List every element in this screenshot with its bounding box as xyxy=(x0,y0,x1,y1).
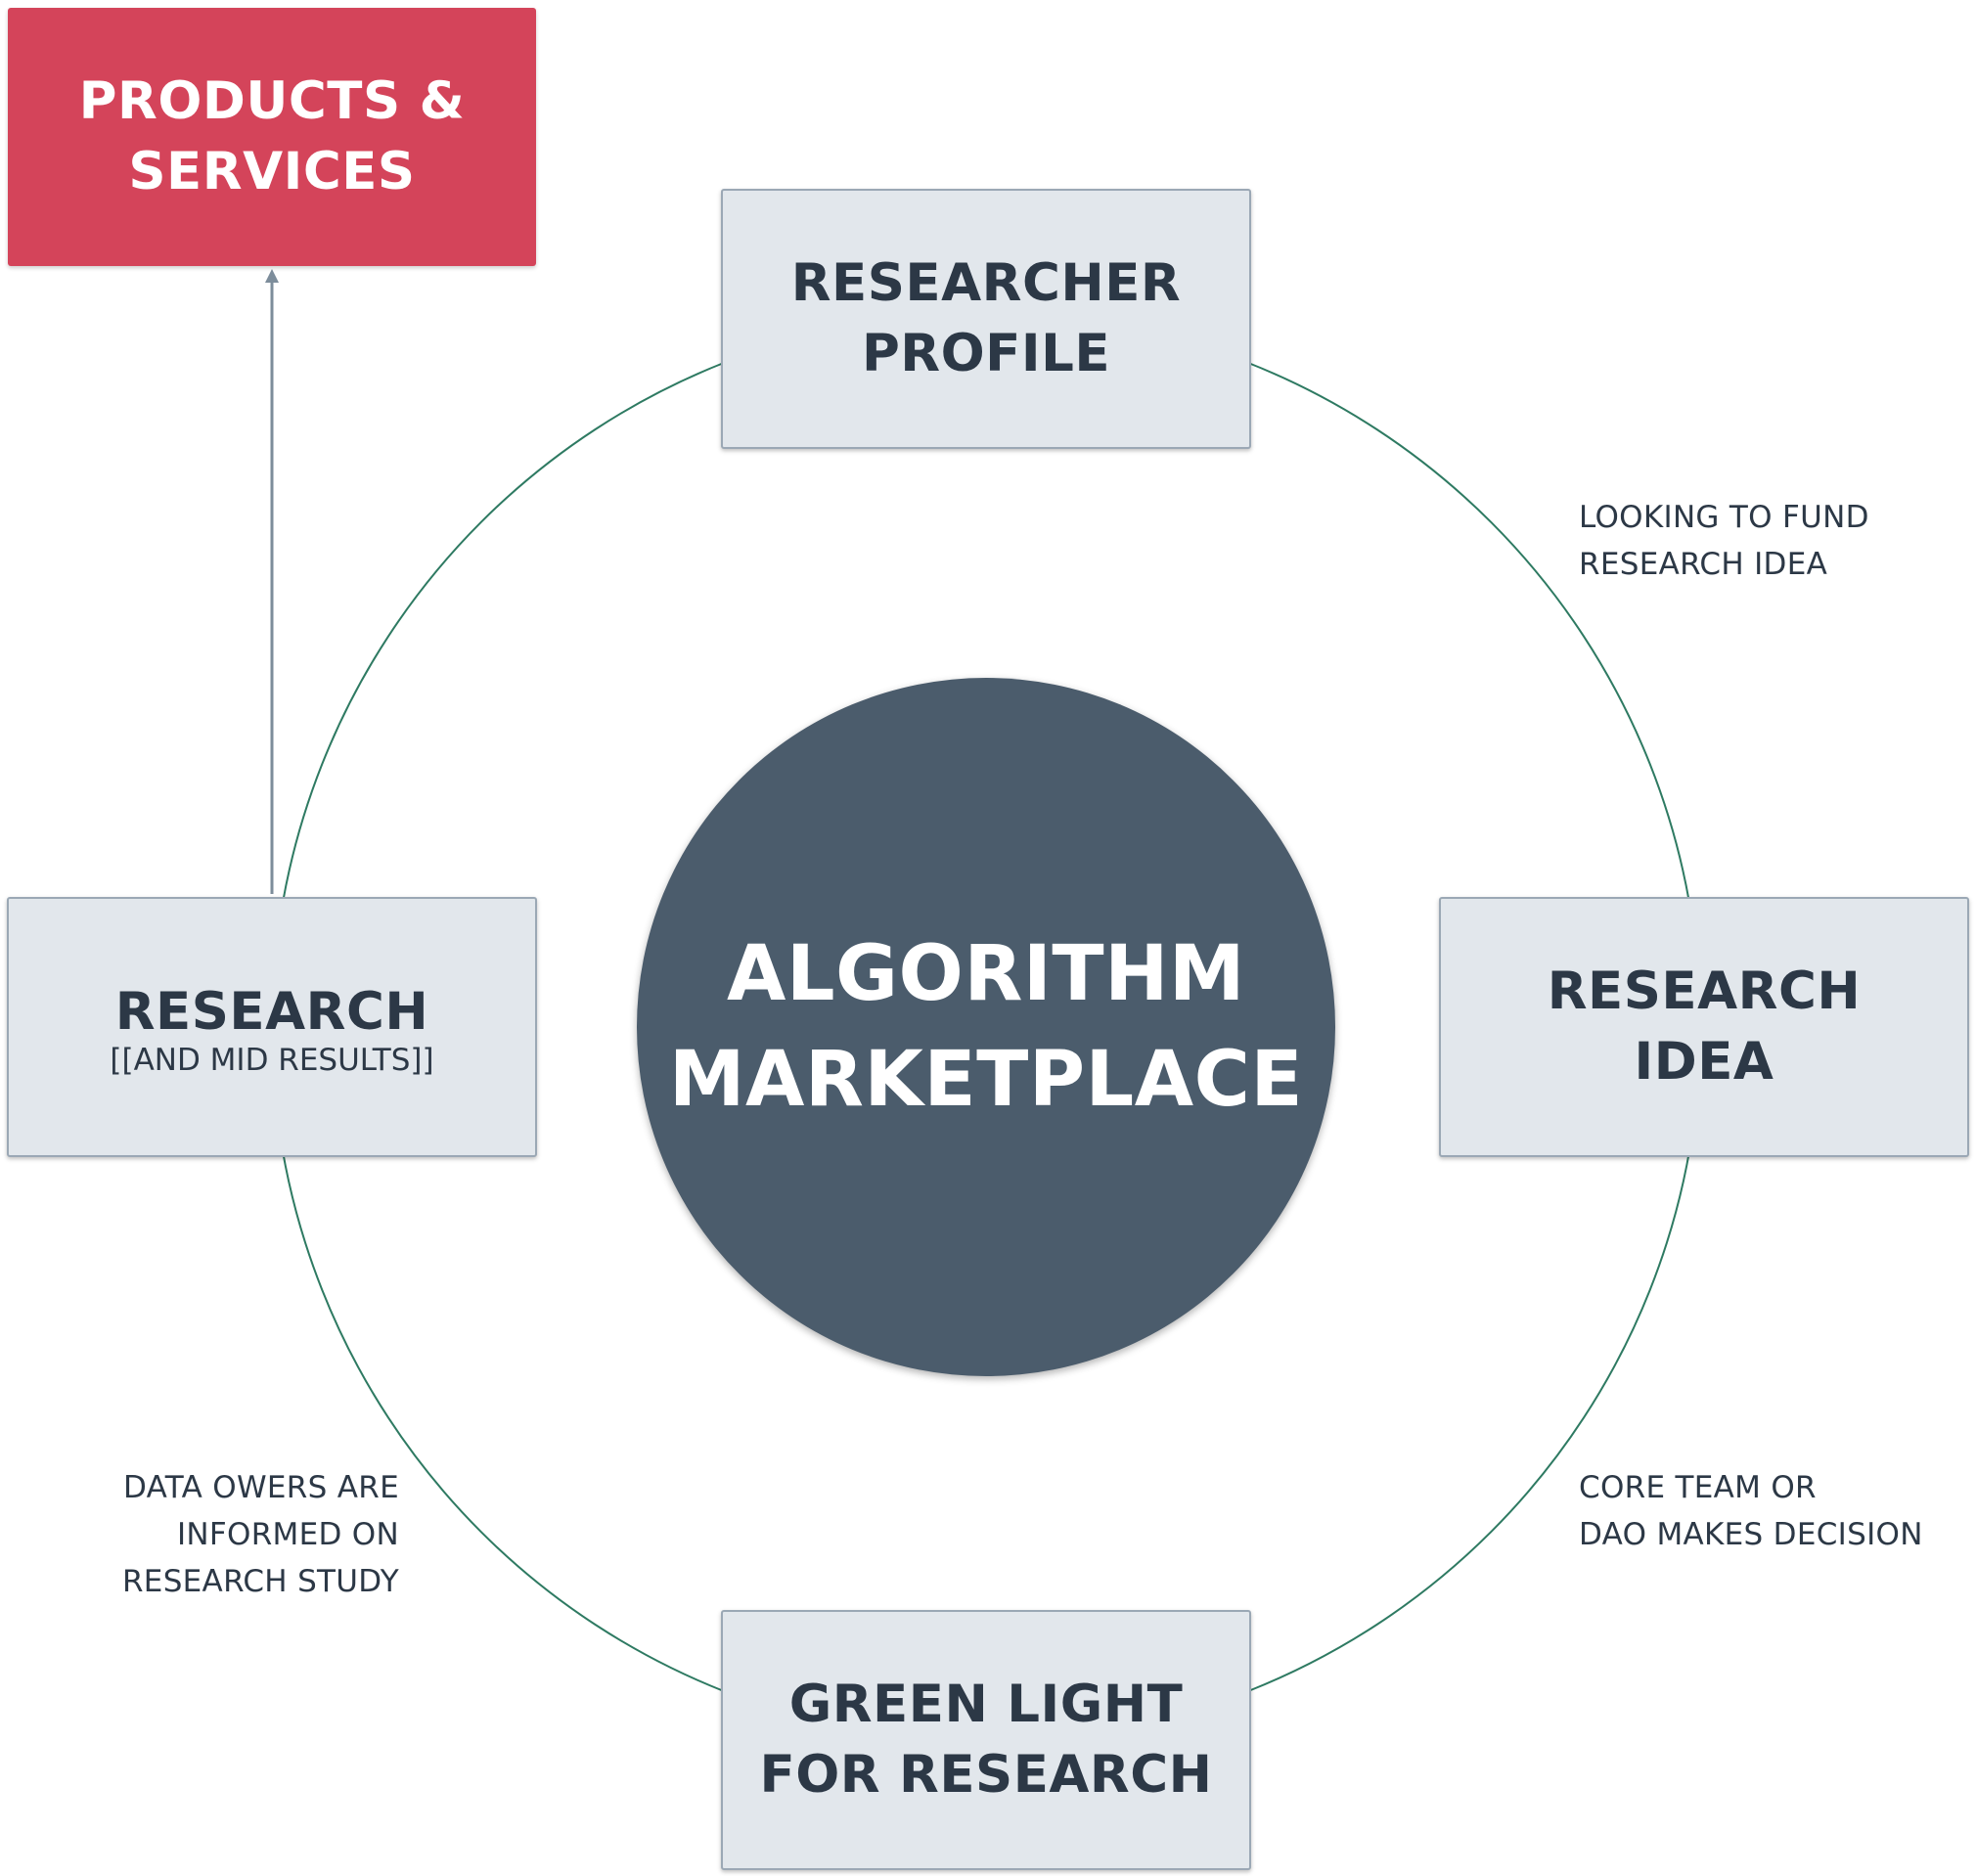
arrow-up-icon xyxy=(265,269,279,283)
researcher-profile-title: RESEARCHER PROFILE xyxy=(790,253,1182,383)
products-services-title: PRODUCTS & SERVICES xyxy=(78,71,466,201)
research-idea-box: RESEARCH IDEA xyxy=(1439,897,1969,1157)
algorithm-marketplace-hub: ALGORITHM MARKETPLACE xyxy=(637,678,1335,1376)
research-box: RESEARCH [[AND MID RESULTS]] xyxy=(7,897,537,1157)
green-light-title: GREEN LIGHT FOR RESEARCH xyxy=(759,1675,1213,1805)
green-light-box: GREEN LIGHT FOR RESEARCH xyxy=(721,1610,1251,1870)
algorithm-marketplace-label: ALGORITHM MARKETPLACE xyxy=(668,930,1304,1124)
note-data-owners-informed: DATA OWERS ARE INFORMED ON RESEARCH STUD… xyxy=(121,1470,399,1599)
research-title: RESEARCH xyxy=(114,982,429,1042)
research-idea-title: RESEARCH IDEA xyxy=(1547,961,1862,1092)
research-subtitle: [[AND MID RESULTS]] xyxy=(110,1043,434,1078)
note-looking-to-fund: LOOKING TO FUND RESEARCH IDEA xyxy=(1579,500,1869,582)
researcher-profile-box: RESEARCHER PROFILE xyxy=(721,189,1251,449)
note-core-team-decision: CORE TEAM OR DAO MAKES DECISION xyxy=(1579,1470,1923,1552)
products-services-box: PRODUCTS & SERVICES xyxy=(8,8,536,266)
